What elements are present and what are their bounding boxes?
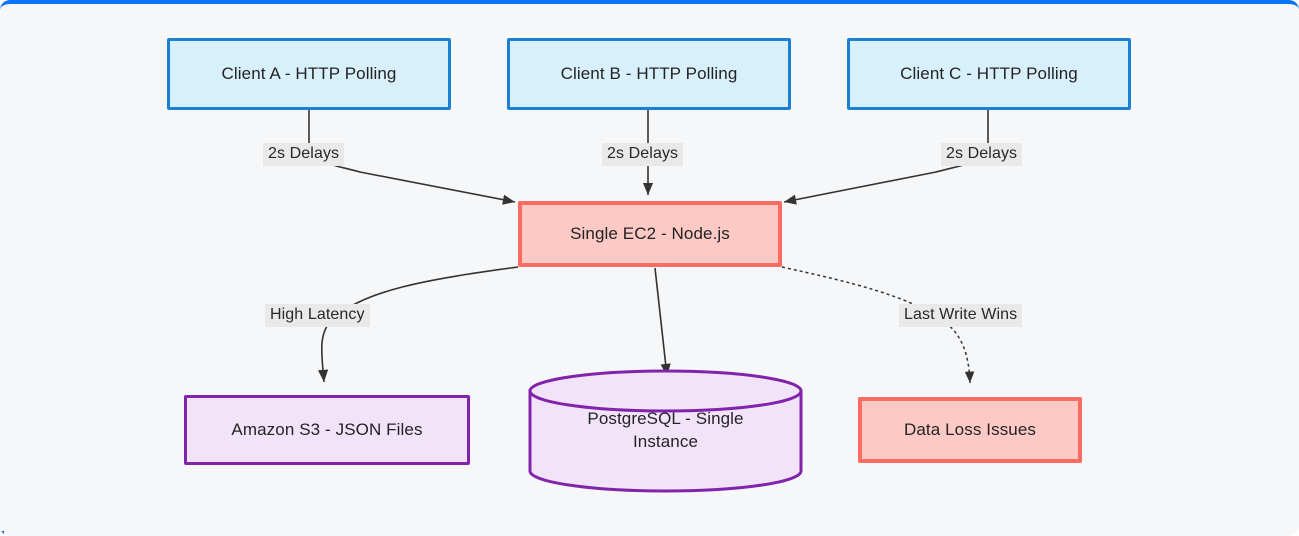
node-client-c-label: Client C - HTTP Polling xyxy=(900,63,1078,83)
edge-label-clientC-delays-text: 2s Delays xyxy=(946,145,1018,162)
edge-label-last-write-wins: Last Write Wins xyxy=(899,304,1023,327)
edge-label-clientA-delays-text: 2s Delays xyxy=(268,145,340,162)
node-postgresql-label-line2: Instance xyxy=(632,432,699,451)
node-postgresql[interactable]: PostgreSQL - Single Instance xyxy=(527,368,804,494)
node-data-loss-issues[interactable]: Data Loss Issues xyxy=(858,397,1082,463)
node-client-c[interactable]: Client C - HTTP Polling xyxy=(847,38,1131,110)
node-postgresql-label-block: PostgreSQL - Single Instance xyxy=(527,408,804,454)
edge-ec2-postgres xyxy=(654,267,671,377)
node-client-b-label: Client B - HTTP Polling xyxy=(560,63,738,83)
node-postgresql-label-line1: PostgreSQL - Single xyxy=(587,409,744,429)
canvas-corner-accent xyxy=(0,531,4,536)
node-data-loss-issues-label: Data Loss Issues xyxy=(904,419,1036,439)
edge-label-clientC-delays: 2s Delays xyxy=(941,143,1023,166)
edge-label-high-latency: High Latency xyxy=(265,304,370,327)
node-single-ec2-label: Single EC2 - Node.js xyxy=(570,223,730,243)
edge-label-clientB-delays: 2s Delays xyxy=(602,143,684,166)
edge-label-high-latency-text: High Latency xyxy=(270,306,365,323)
node-amazon-s3-label: Amazon S3 - JSON Files xyxy=(231,419,423,439)
node-client-a-label: Client A - HTTP Polling xyxy=(221,63,397,83)
node-client-b[interactable]: Client B - HTTP Polling xyxy=(507,38,791,110)
node-single-ec2[interactable]: Single EC2 - Node.js xyxy=(518,201,782,267)
edge-label-last-write-wins-text: Last Write Wins xyxy=(904,306,1018,323)
edge-label-clientB-delays-text: 2s Delays xyxy=(607,145,679,162)
node-client-a[interactable]: Client A - HTTP Polling xyxy=(167,38,451,110)
node-amazon-s3[interactable]: Amazon S3 - JSON Files xyxy=(184,395,470,465)
edge-label-clientA-delays: 2s Delays xyxy=(263,143,345,166)
